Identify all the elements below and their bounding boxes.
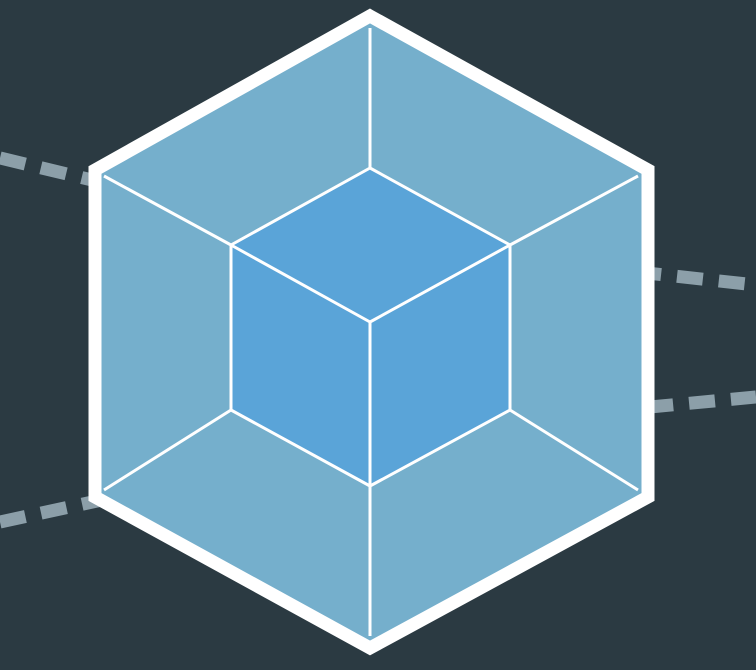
edge-lower-right	[509, 408, 639, 492]
edge-lower-left	[103, 408, 232, 492]
outer-cube-inner-edges	[103, 28, 639, 636]
inner-cube-outline	[229, 166, 512, 488]
outer-cube-border	[88, 8, 655, 656]
edge-upper-right	[509, 174, 639, 247]
edge-upper-left	[103, 174, 232, 247]
inner-cube-right-face	[370, 245, 510, 486]
inner-cube-left-face	[231, 245, 370, 486]
